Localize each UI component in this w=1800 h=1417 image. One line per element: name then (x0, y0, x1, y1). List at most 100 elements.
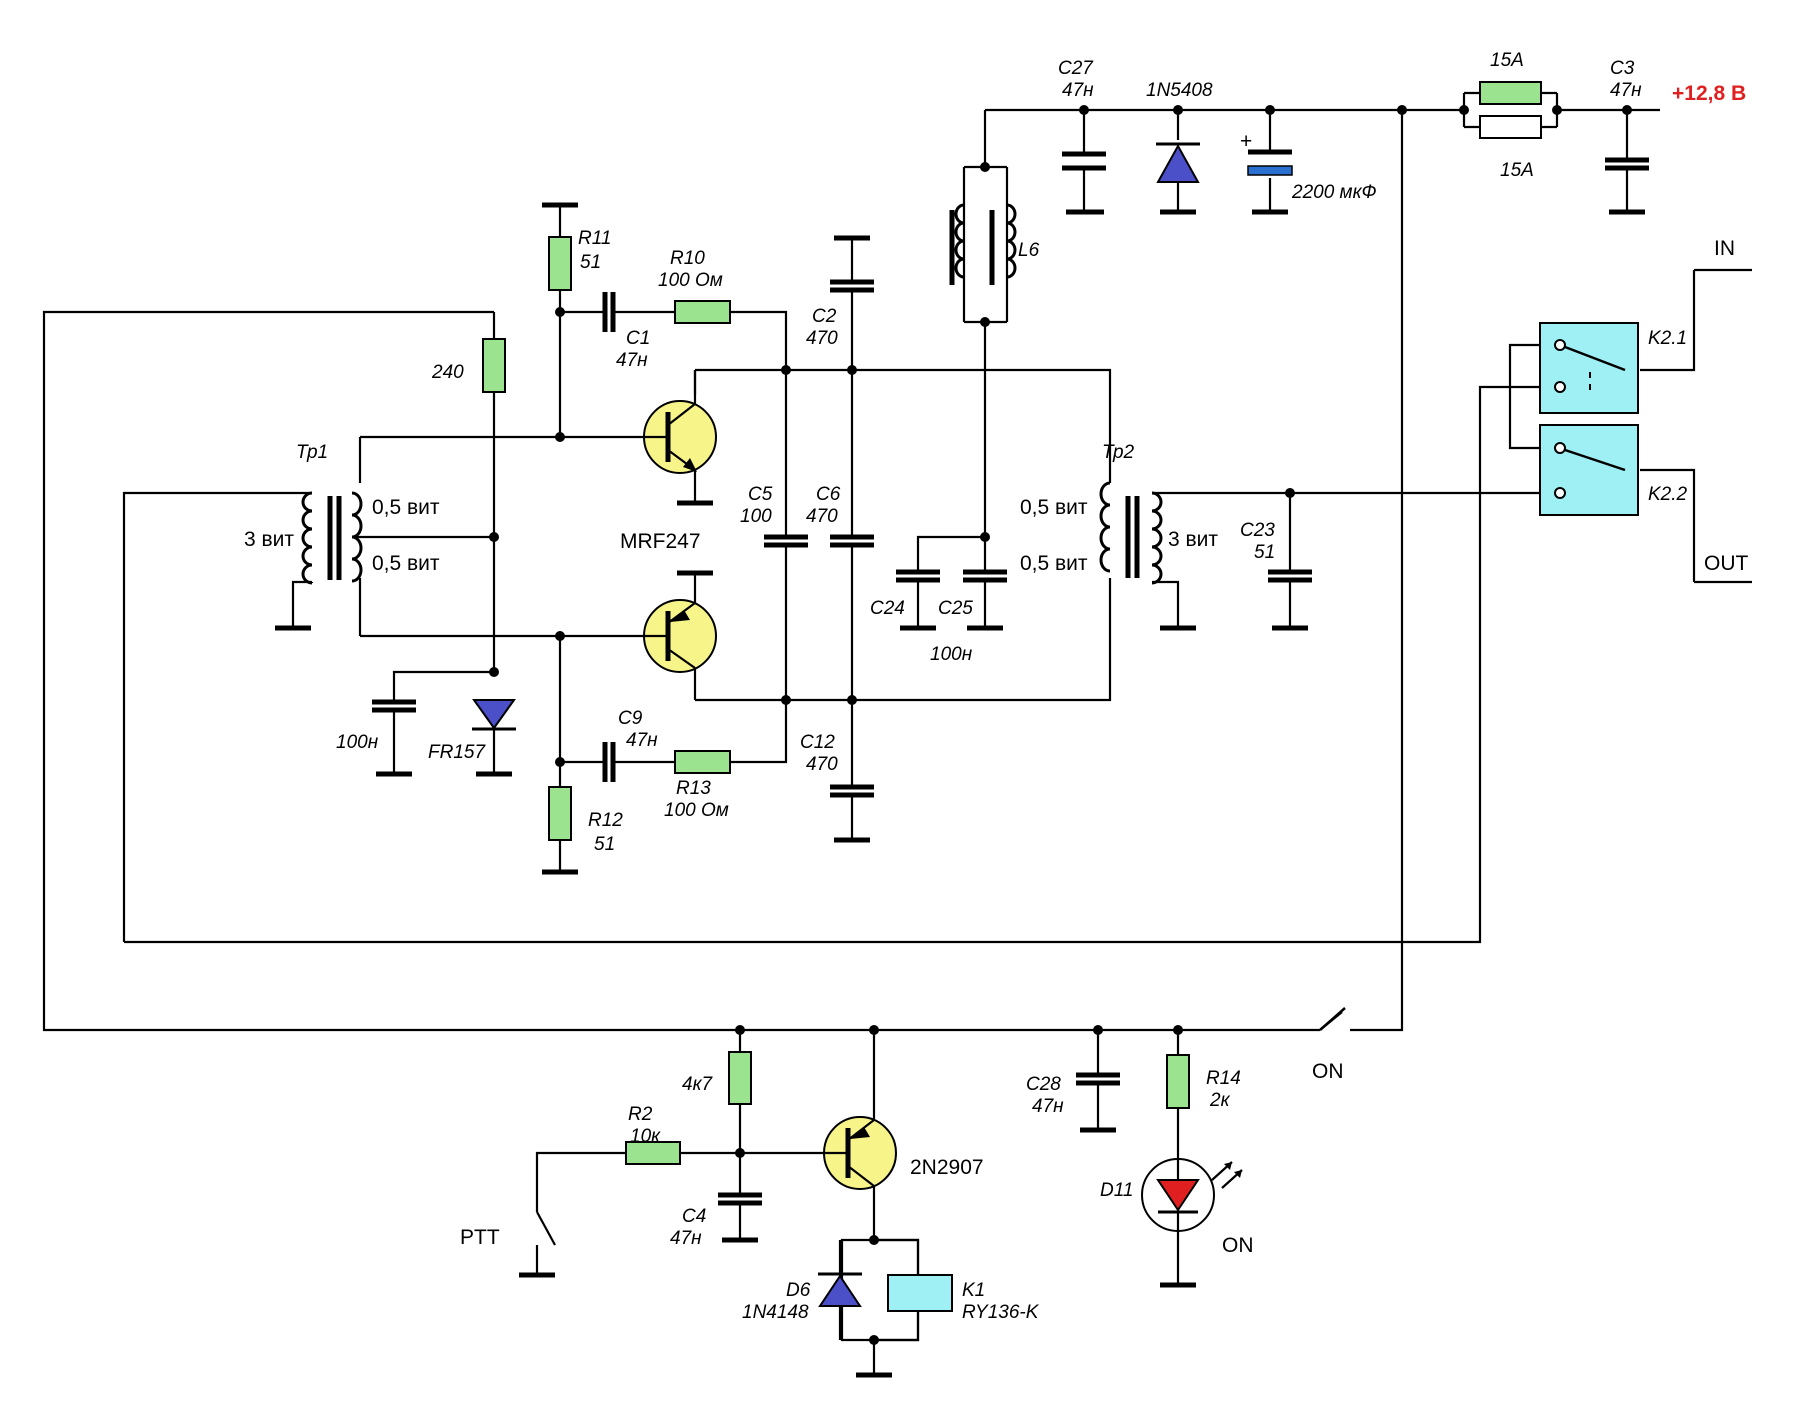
c3-value: 47н (1610, 80, 1642, 101)
r240-label: 240 (431, 362, 464, 383)
capacitor-c12 (830, 784, 874, 798)
r2-value: 10к (630, 1126, 661, 1147)
led-on-label: ON (1222, 1234, 1254, 1257)
diodes (472, 142, 1200, 1340)
resistor-4k7 (728, 1051, 752, 1105)
capacitor-c23 (1268, 569, 1312, 583)
resistor-r14 (1166, 1054, 1190, 1109)
capacitor-c1 (602, 292, 616, 332)
transformer-tp2 (1099, 481, 1163, 585)
relay-k2-1 (1539, 322, 1639, 414)
d6-name: D6 (786, 1280, 811, 1301)
resistor-240 (482, 338, 506, 393)
fuse1-label: 15A (1490, 50, 1524, 71)
c-100n-label: 100н (336, 732, 379, 753)
diode-1n5408 (1156, 142, 1200, 183)
c12-name: C12 (800, 732, 835, 753)
fuse2-label: 15A (1500, 160, 1534, 181)
fuse-15a-top (1479, 81, 1542, 105)
r13-value: 100 Ом (664, 800, 729, 821)
c2-name: C2 (812, 306, 837, 327)
c4-value: 47н (670, 1228, 702, 1249)
d11-label: D11 (1100, 1180, 1133, 1201)
k1-name: K1 (962, 1280, 985, 1301)
k1-value: RY136-K (962, 1302, 1040, 1323)
r4k7-label: 4к7 (682, 1074, 714, 1095)
c3-name: C3 (1610, 58, 1635, 79)
capacitor-2200uf (1247, 149, 1293, 176)
resistor-r10 (674, 300, 731, 324)
r11-value: 51 (580, 252, 601, 273)
resistor-r12 (548, 786, 572, 841)
c1-name: C1 (626, 328, 650, 349)
inductor-l6 (949, 203, 1017, 285)
c5-value: 100 (740, 506, 772, 527)
led-d11 (1141, 1158, 1243, 1232)
capacitor-c2 (830, 279, 874, 293)
resistor-r2 (625, 1141, 681, 1165)
c23-value: 51 (1254, 542, 1275, 563)
relay-k1-coil (874, 1238, 953, 1342)
c6-name: C6 (816, 484, 841, 505)
out-label: OUT (1704, 552, 1749, 575)
r10-name: R10 (670, 248, 705, 269)
capacitor-c4 (718, 1192, 762, 1206)
c9-name: C9 (618, 708, 643, 729)
wires (42, 91, 1696, 1375)
transistor-mrf247-top (640, 370, 717, 503)
ground-symbols (275, 202, 1645, 1378)
capacitor-c3 (1605, 157, 1649, 171)
r12-name: R12 (588, 810, 623, 831)
transistor-mrf247-bottom (640, 573, 717, 673)
resistors (482, 81, 1542, 1165)
capacitor-c24 (896, 569, 940, 583)
capacitor-c27 (1062, 151, 1106, 171)
capacitor-c6 (830, 534, 874, 548)
c1-value: 47н (616, 350, 648, 371)
junction-dots (489, 105, 1632, 1345)
c9-value: 47н (626, 730, 658, 751)
plus-sign: + (1240, 130, 1252, 153)
fuse-15a-bottom (1479, 115, 1542, 139)
resistor-r11 (548, 236, 572, 291)
k22-label: K2.2 (1648, 484, 1688, 505)
tp2-secondary: 3 вит (1168, 528, 1218, 551)
capacitor-c25 (963, 569, 1007, 583)
r11-name: R11 (578, 228, 611, 249)
r13-name: R13 (676, 778, 711, 799)
capacitors (372, 149, 1649, 1206)
c27-value: 47н (1062, 80, 1094, 101)
r12-value: 51 (594, 834, 615, 855)
resistor-r13 (674, 750, 731, 774)
switch-on (1319, 1007, 1346, 1031)
mrf247-label: MRF247 (620, 530, 701, 553)
in-label: IN (1714, 237, 1735, 260)
switch-ptt (535, 1211, 556, 1275)
ptt-label: PTT (460, 1226, 500, 1249)
r10-value: 100 Ом (658, 270, 723, 291)
diode-d6 (818, 1240, 862, 1340)
c23-name: C23 (1240, 520, 1275, 541)
supply-label: +12,8 В (1672, 82, 1746, 105)
c5-name: C5 (748, 484, 773, 505)
c25-label: C25 (938, 598, 973, 619)
r14-value: 2к (1209, 1090, 1231, 1111)
l6-label: L6 (1018, 240, 1040, 261)
diode-1n5408-label: 1N5408 (1146, 80, 1213, 101)
diode-fr157 (472, 699, 516, 731)
capacitor-c28 (1076, 1072, 1120, 1086)
c24-c25-value: 100н (930, 644, 973, 665)
capacitor-c9 (602, 742, 616, 782)
tp1-label: Тр1 (296, 442, 328, 463)
transformer-tp1 (301, 491, 363, 585)
c24-label: C24 (870, 598, 905, 619)
tp1-half2: 0,5 вит (372, 552, 440, 575)
k21-label: K2.1 (1648, 328, 1687, 349)
relay-k2-2 (1539, 424, 1639, 516)
q2n2907-label: 2N2907 (910, 1156, 984, 1179)
labels: +12,8 В 15A 15A C3 47н C27 47н 1N5408 + … (244, 50, 1749, 1323)
c6-value: 470 (806, 506, 838, 527)
c2-value: 470 (806, 328, 838, 349)
capacitor-c5 (764, 534, 808, 548)
